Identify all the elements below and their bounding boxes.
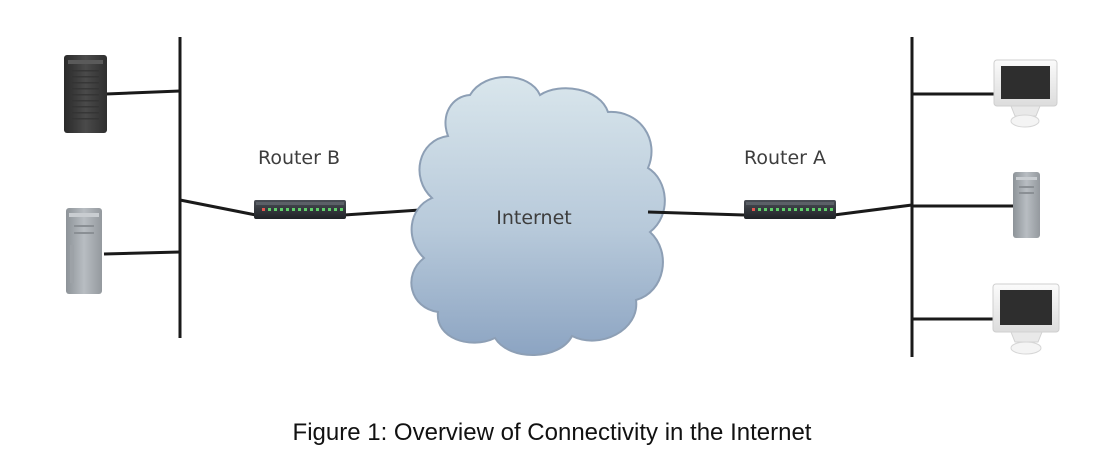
- router-icon: [744, 200, 836, 219]
- desktop-computer-icon: [993, 59, 1058, 128]
- router-led-icon: [818, 208, 821, 211]
- server-tower-icon: [1013, 172, 1040, 238]
- desktop-computer-icon: [992, 283, 1060, 355]
- router-led-icon: [824, 208, 827, 211]
- router-led-icon: [280, 208, 283, 211]
- router-led-icon: [268, 208, 271, 211]
- router-led-icon: [322, 208, 325, 211]
- cloud-to-router-a-link: [647, 210, 745, 217]
- router-led-icon: [776, 208, 779, 211]
- router-icon: [254, 200, 346, 219]
- router-led-icon: [292, 208, 295, 211]
- router-led-icon: [800, 208, 803, 211]
- router-led-icon: [298, 208, 301, 211]
- router-led-icon: [752, 208, 755, 211]
- left-server-top-link: [105, 89, 181, 96]
- router-a-to-right-backbone-link: [833, 203, 913, 217]
- router-led-icon: [770, 208, 773, 211]
- router-led-icon: [262, 208, 265, 211]
- left-server-bottom-link: [103, 250, 181, 256]
- router-led-icon: [304, 208, 307, 211]
- router-a-label: Router A: [744, 147, 826, 169]
- cloud-icon: [410, 76, 666, 356]
- router-led-icon: [830, 208, 833, 211]
- router-led-icon: [334, 208, 337, 211]
- server-tower-icon: [66, 208, 102, 294]
- cloud-label: Internet: [496, 207, 571, 229]
- router-b-to-cloud-link: [343, 208, 421, 217]
- server-tower-icon: [64, 55, 107, 133]
- router-led-icon: [764, 208, 767, 211]
- router-led-icon: [274, 208, 277, 211]
- router-led-icon: [340, 208, 343, 211]
- router-led-icon: [758, 208, 761, 211]
- router-led-icon: [316, 208, 319, 211]
- router-led-icon: [812, 208, 815, 211]
- router-led-icon: [794, 208, 797, 211]
- router-led-icon: [310, 208, 313, 211]
- left-backbone-to-router-b-link: [179, 198, 257, 217]
- router-led-icon: [286, 208, 289, 211]
- figure-caption: Figure 1: Overview of Connectivity in th…: [292, 419, 812, 446]
- router-led-icon: [328, 208, 331, 211]
- router-led-icon: [788, 208, 791, 211]
- router-led-icon: [806, 208, 809, 211]
- router-led-icon: [782, 208, 785, 211]
- router-b-label: Router B: [258, 147, 340, 169]
